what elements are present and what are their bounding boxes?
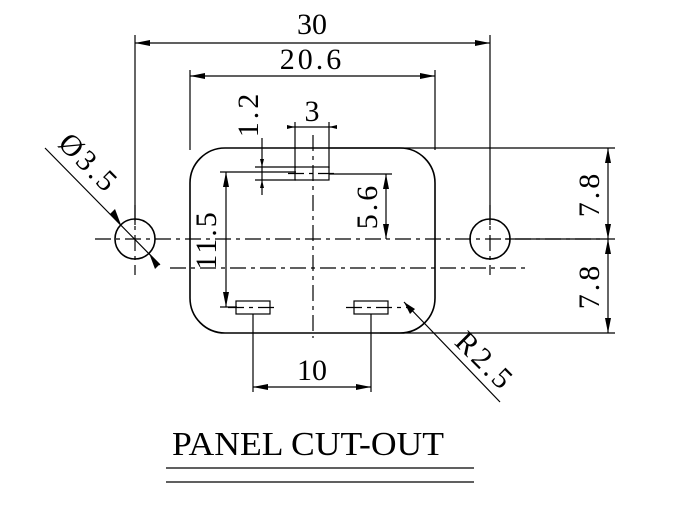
- drawing-title: PANEL CUT-OUT: [172, 426, 444, 463]
- dimension-overall-width: [134, 35, 491, 225]
- dimension-panel-width: [189, 70, 436, 150]
- dimension-slot-height: [255, 138, 296, 195]
- dimension-hole-diameter: [44, 147, 161, 269]
- dimension-vertical-spacing: [220, 171, 296, 308]
- dim-label-lower-half: 7.8: [573, 263, 606, 310]
- dimension-right-vertical: [330, 147, 615, 334]
- dim-label-upper-offset: 5.6: [351, 183, 384, 230]
- bottom-right-slot: [346, 300, 410, 315]
- dimension-horizontal-spacing: [252, 314, 372, 392]
- dim-label-slot-height: 1.2: [232, 91, 265, 138]
- dim-label-panel-width: 20.6: [280, 43, 345, 76]
- dim-label-hole-diameter: Ø3.5: [52, 126, 126, 200]
- dimension-upper-offset: [329, 173, 392, 239]
- dimension-slot-width: [287, 122, 337, 168]
- dim-label-vertical-spacing: 11.5: [190, 210, 223, 269]
- dim-label-horizontal-spacing: 10: [297, 354, 327, 387]
- dimension-corner-radius: [403, 301, 501, 403]
- dim-label-slot-width: 3: [305, 95, 320, 128]
- top-slot: [288, 166, 336, 181]
- dim-label-overall-width: 30: [297, 8, 327, 41]
- dim-label-upper-half: 7.8: [573, 171, 606, 218]
